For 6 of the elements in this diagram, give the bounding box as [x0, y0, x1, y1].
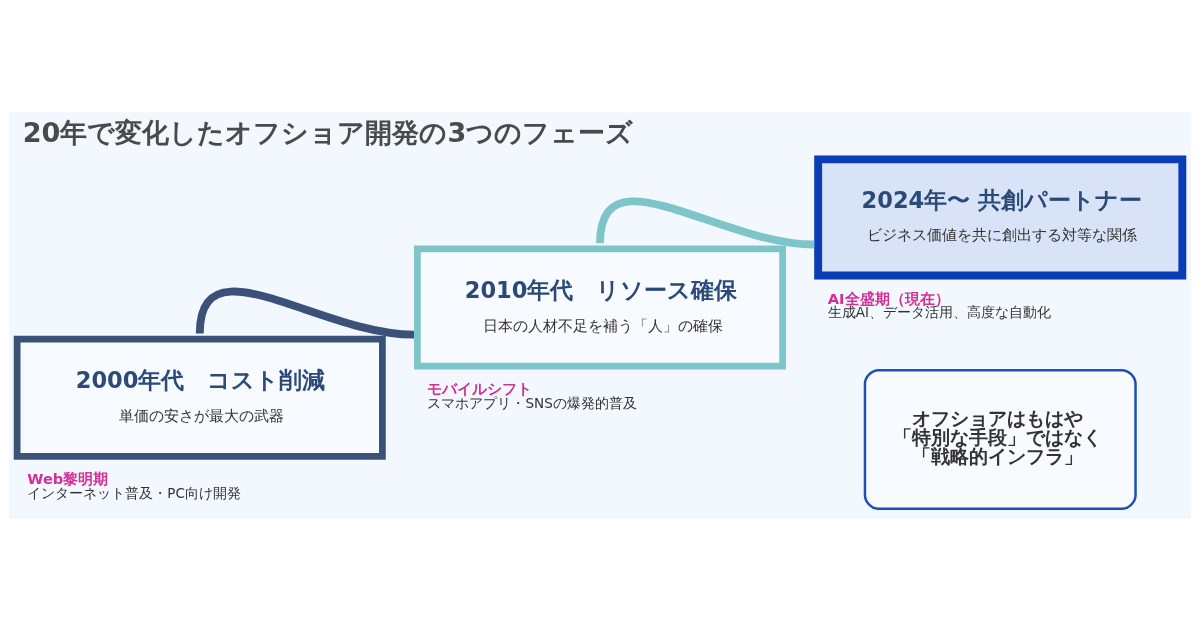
node-label: モバイルシフト	[427, 379, 533, 397]
connector	[596, 196, 815, 248]
diagram-title: 20年で変化したオフショア開発の3つのフェーズ	[22, 116, 634, 148]
connector	[195, 287, 415, 339]
node-label: Web黎明期	[27, 469, 109, 487]
node-box: オフショアはもはや「特別な手段」ではなく「戦略的インフラ」	[863, 368, 1137, 510]
